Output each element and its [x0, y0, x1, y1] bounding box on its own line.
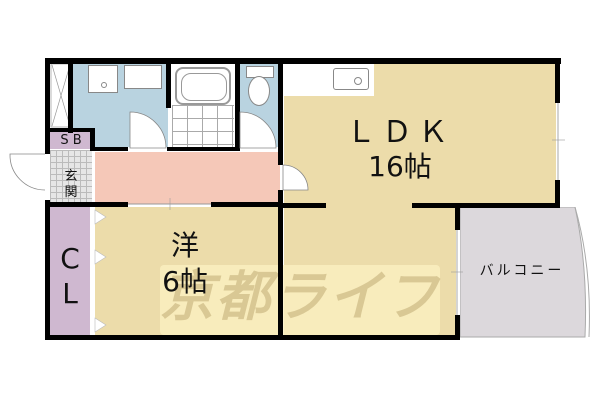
wall-sb-right [90, 128, 95, 150]
wall-wet-bottom-2 [167, 147, 240, 151]
entrance-label-1: 玄 [64, 169, 78, 184]
corridor [95, 152, 280, 204]
wall-wet-bottom-1 [90, 147, 128, 151]
wall-bath-right [235, 58, 240, 151]
washing-machine-pan-icon [88, 65, 118, 93]
toilet-icon [246, 66, 274, 106]
closet [50, 207, 90, 335]
bathtub-icon [175, 67, 231, 105]
closet-label-2: L [62, 277, 78, 310]
wall-right-mid [555, 180, 560, 206]
kitchen-sink-icon [333, 68, 369, 90]
wall-ldk-left-lower [278, 190, 283, 340]
wall-balcony-side-top [455, 205, 460, 230]
wall-bottom [45, 335, 460, 340]
entrance [50, 150, 92, 203]
wall-bath-left [166, 58, 171, 108]
wall-sb-top [45, 128, 95, 132]
closet-label-1: C [60, 242, 80, 275]
wall-ldk-bottom-left [280, 203, 326, 208]
wall-ldk-bottom [412, 203, 560, 208]
ldk-size: 16帖 [368, 150, 432, 183]
balcony-label: バルコニー [479, 263, 565, 279]
ldk-label: ＬＤＫ [346, 115, 454, 150]
watermark-box [160, 265, 440, 335]
wall-balcony-side-bottom [455, 315, 460, 340]
shoe-box-label: S B [60, 133, 82, 148]
shoe-box [50, 132, 92, 149]
western-size: 6帖 [162, 265, 208, 298]
entrance-label-2: 関 [64, 185, 78, 200]
wall-right-top [555, 58, 560, 103]
shower-tile-floor [172, 105, 234, 147]
watermark-text: 京都ライフ [160, 265, 440, 328]
balcony [460, 207, 590, 338]
wall-western-top-left [45, 202, 128, 207]
wall-storage [68, 58, 73, 133]
western-label: 洋 [170, 229, 199, 262]
wall-ldk-left [278, 58, 283, 165]
wash-basin-icon [124, 65, 162, 89]
wall-top [45, 58, 561, 64]
wall-left-lower [45, 200, 50, 340]
wall-closet-top [45, 150, 50, 154]
closet-door-strip [90, 207, 95, 335]
wall-western-top-right [211, 202, 281, 207]
wall-left [45, 58, 50, 154]
storage-closet-top [50, 63, 72, 128]
